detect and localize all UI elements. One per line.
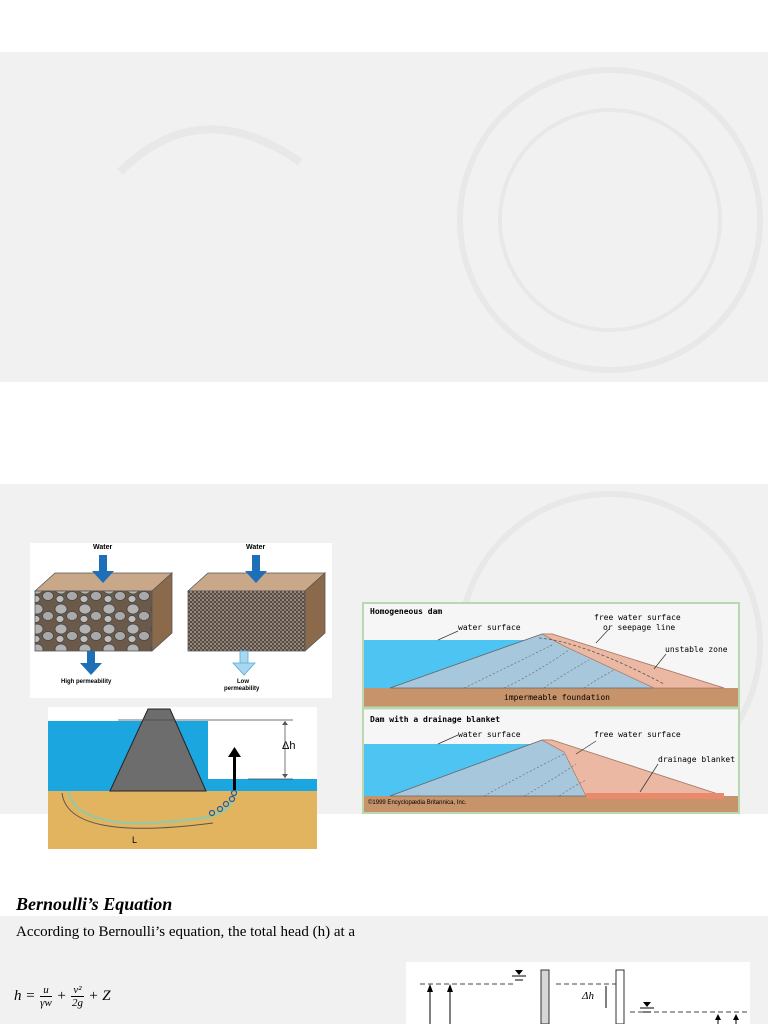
- homogeneous-dam-title: Homogeneous dam: [370, 607, 443, 616]
- equation-plus-2: + Z: [88, 987, 111, 1004]
- impermeable-foundation-label: impermeable foundation: [504, 693, 610, 702]
- copyright-label: ©1999 Encyclopædia Britannica, Inc.: [368, 800, 467, 806]
- water-label-right: Water: [246, 544, 266, 551]
- low-permeability-label-2: permeability: [224, 686, 260, 692]
- low-permeability-label-1: Low: [237, 679, 249, 685]
- drainage-dam-title: Dam with a drainage blanket: [370, 715, 501, 724]
- length-label: L: [132, 835, 138, 845]
- head-figure: Δh: [406, 962, 750, 1025]
- seepage-figure: Δh L: [48, 707, 317, 849]
- velocity-head-fraction: v² 2g: [71, 984, 84, 1009]
- bottom-free-surface-label: free water surface: [594, 730, 681, 739]
- bottom-water-surface-label: water surface: [458, 730, 521, 739]
- water-label-left: Water: [93, 544, 113, 551]
- top-free-surface-label-2: or seepage line: [603, 623, 676, 632]
- section-heading: Bernoulli’s Equation: [16, 894, 173, 914]
- equation-plus-1: +: [56, 987, 67, 1004]
- bernoulli-equation: h = u γw + v² 2g + Z: [14, 984, 111, 1009]
- drainage-blanket-label: drainage blanket: [658, 755, 736, 764]
- dam-diagram: Homogeneous dam water surface free water…: [362, 602, 740, 814]
- top-free-surface-label-1: free water surface: [594, 613, 681, 622]
- top-slide-band: [0, 52, 768, 382]
- pressure-head-fraction: u γw: [40, 984, 52, 1009]
- body-paragraph: According to Bernoulli’s equation, the t…: [16, 924, 356, 940]
- equation-lhs: h =: [14, 987, 36, 1004]
- permeability-figure: Water Water High permeability Low permea…: [30, 543, 332, 698]
- top-water-surface-label: water surface: [458, 623, 521, 632]
- watermark-logo: [117, 67, 763, 373]
- head-delta-h-label: Δh: [582, 990, 594, 1002]
- high-permeability-label: High permeability: [61, 679, 112, 685]
- delta-h-label: Δh: [282, 740, 296, 752]
- unstable-zone-label: unstable zone: [665, 645, 728, 654]
